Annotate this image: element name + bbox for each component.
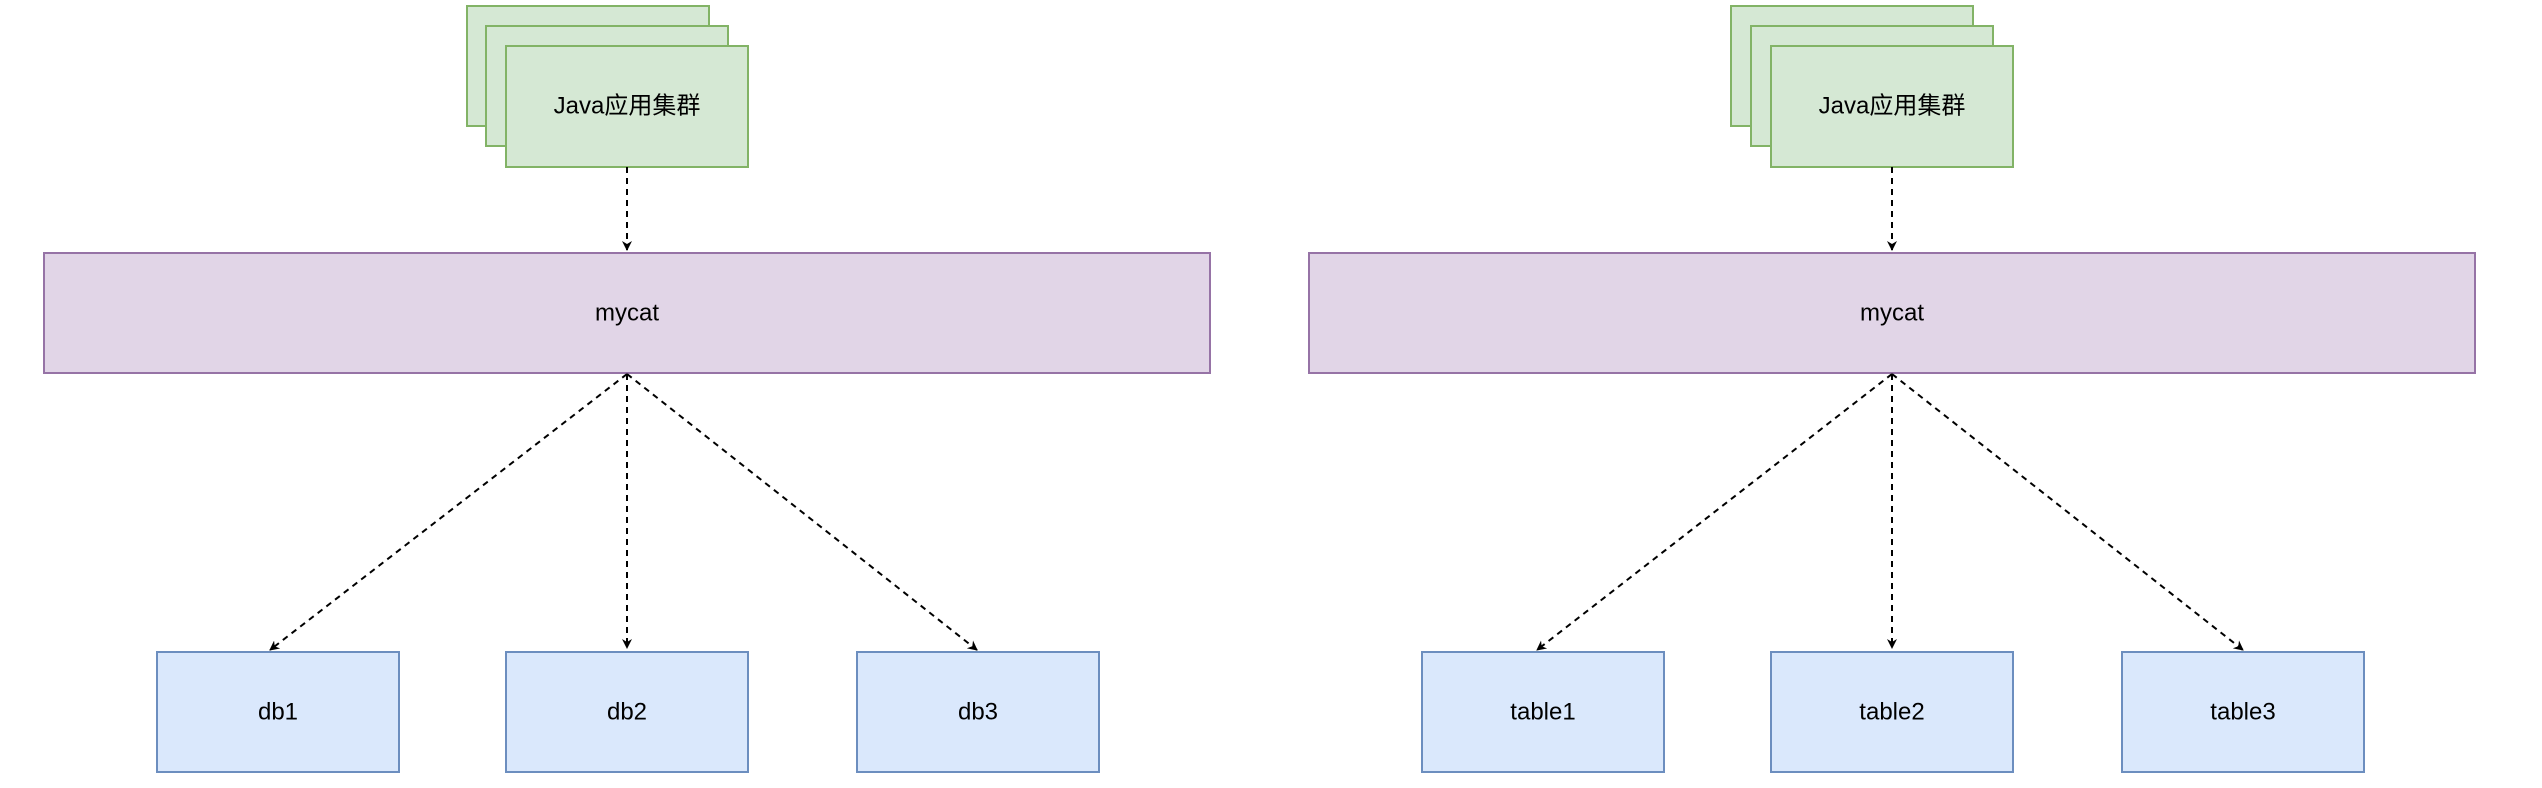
db2-label: db2 [607,698,647,725]
db3-label: db3 [958,698,998,725]
table2-node[interactable]: table2 [1770,651,2014,773]
db1-label: db1 [258,698,298,725]
mycat-node[interactable]: mycat [43,252,1211,374]
diagram-table-sharding: Java应用集群 mycat table1 table2 table3 [1308,5,2476,773]
db1-node[interactable]: db1 [156,651,400,773]
table3-label: table3 [2210,698,2275,725]
diagram-db-sharding: Java应用集群 mycat db1 db2 db3 [43,5,1211,773]
table1-label: table1 [1510,698,1575,725]
java-app-cluster-label: Java应用集群 [1819,92,1966,119]
edge-mycat-to-table3 [1891,373,2244,651]
table3-node[interactable]: table3 [2121,651,2365,773]
mycat-label: mycat [595,299,659,326]
edge-mycat-to-db3 [626,373,978,651]
java-app-cluster[interactable]: Java应用集群 [1730,5,2014,168]
db2-node[interactable]: db2 [505,651,749,773]
java-app-cluster[interactable]: Java应用集群 [466,5,749,168]
edge-mycat-to-table1 [1536,373,1893,651]
table2-label: table2 [1859,698,1924,725]
table1-node[interactable]: table1 [1421,651,1665,773]
java-app-cluster-label: Java应用集群 [554,92,701,119]
mycat-node[interactable]: mycat [1308,252,2476,374]
edge-mycat-to-db1 [269,373,628,651]
mycat-label: mycat [1860,299,1924,326]
db3-node[interactable]: db3 [856,651,1100,773]
